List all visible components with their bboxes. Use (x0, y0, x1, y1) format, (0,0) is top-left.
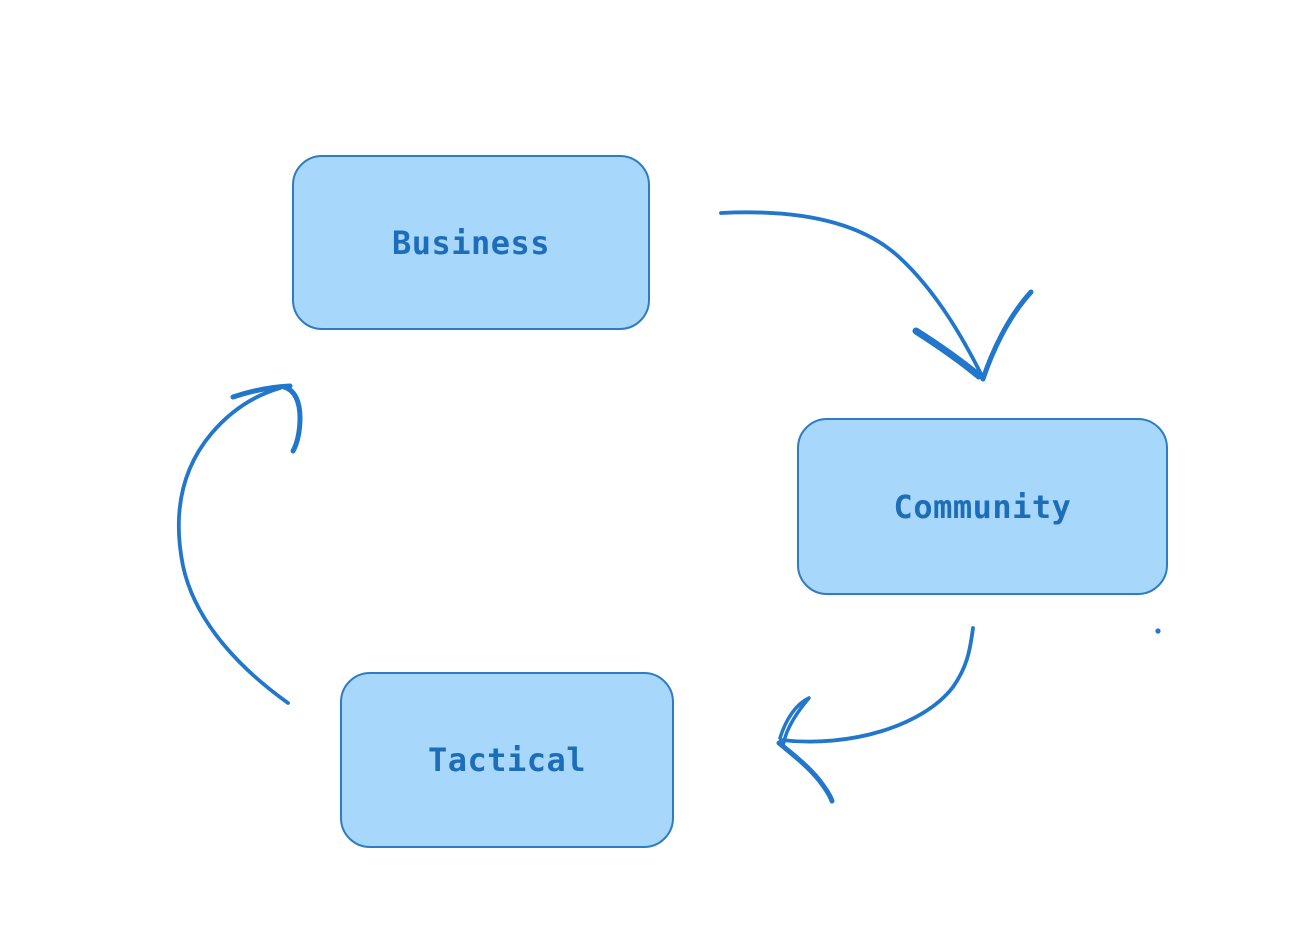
arrow-tactical-to-business[interactable] (176, 383, 303, 705)
node-community-label: Community (893, 487, 1072, 526)
node-tactical-label: Tactical (427, 741, 587, 779)
node-community[interactable]: Community (797, 418, 1168, 595)
node-business[interactable]: Business (292, 155, 650, 330)
node-tactical[interactable]: Tactical (340, 672, 674, 848)
arrow-business-to-community[interactable] (719, 210, 1034, 382)
arrow-community-to-tactical[interactable] (776, 626, 975, 804)
node-business-label: Business (391, 223, 551, 262)
stray-pen-dot (1155, 628, 1161, 634)
